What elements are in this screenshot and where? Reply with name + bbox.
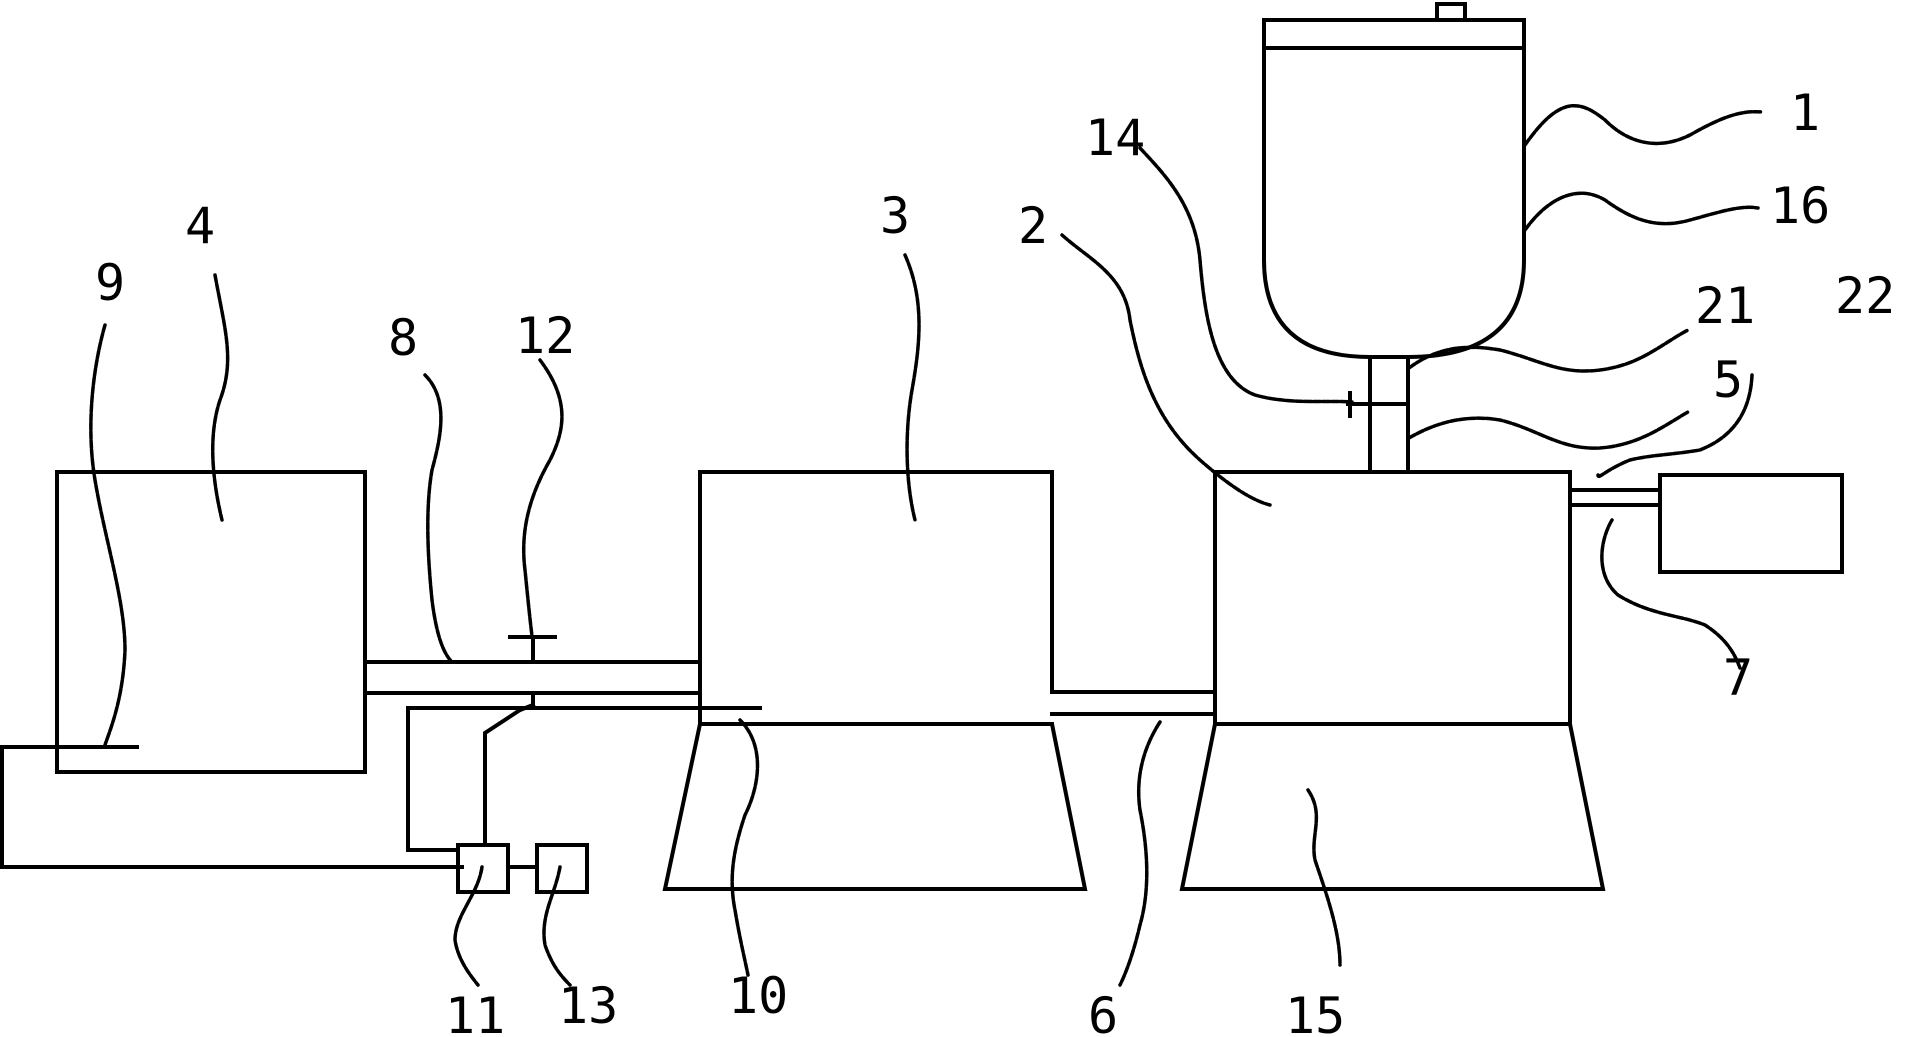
label-5: 5 [1713, 351, 1743, 409]
pipe-8 [363, 660, 702, 695]
label-12: 12 [515, 307, 575, 365]
label-7: 7 [1723, 649, 1753, 707]
pipe-7 [1568, 488, 1662, 507]
label-4: 4 [185, 197, 215, 255]
leader-4 [211, 273, 230, 522]
label-15: 15 [1285, 987, 1345, 1037]
leader-10 [730, 718, 760, 977]
leader-7 [1600, 518, 1742, 670]
leader-5 [1407, 410, 1690, 450]
pipe-5 [1368, 355, 1410, 474]
label-10: 10 [728, 967, 788, 1025]
leader-13 [542, 865, 572, 987]
label-8: 8 [388, 309, 418, 367]
hopper-1 [1262, 2, 1526, 359]
label-1: 1 [1790, 84, 1820, 142]
leader-3 [903, 253, 921, 522]
leader-12 [521, 358, 564, 638]
leader-9 [89, 323, 127, 747]
unit-22 [1658, 473, 1844, 574]
label-9: 9 [95, 254, 125, 312]
leader-lines [89, 104, 1764, 987]
leader-8 [423, 373, 454, 664]
unit-13 [535, 843, 589, 894]
leader-22 [1596, 373, 1754, 478]
label-14: 14 [1085, 109, 1145, 167]
leader-14 [1138, 146, 1354, 404]
tank-4 [55, 470, 367, 774]
pipe-9 [0, 745, 464, 869]
valve-12 [508, 635, 557, 713]
label-22: 22 [1835, 267, 1895, 325]
chamber-2 [1213, 470, 1572, 726]
chamber-3-base [662, 722, 1088, 891]
label-21: 21 [1695, 277, 1755, 335]
leader-15 [1306, 788, 1342, 967]
control-line [483, 707, 523, 847]
leader-6 [1118, 720, 1162, 987]
leader-16 [1523, 191, 1760, 232]
leader-1 [1523, 104, 1764, 147]
leader-21 [1407, 328, 1690, 373]
leader-2 [1060, 233, 1272, 507]
chamber-3 [698, 470, 1217, 726]
base-15 [1179, 722, 1606, 891]
leader-11 [453, 865, 484, 987]
label-2: 2 [1018, 197, 1048, 255]
line-10 [406, 706, 762, 852]
label-13: 13 [558, 977, 618, 1035]
label-3: 3 [880, 187, 910, 245]
valve-14 [1346, 391, 1372, 418]
reference-numerals: 1 16 14 2 3 21 22 5 7 4 9 8 12 10 6 15 1… [95, 84, 1895, 1037]
label-11: 11 [445, 987, 505, 1037]
label-16: 16 [1770, 177, 1830, 235]
label-6: 6 [1088, 987, 1118, 1037]
